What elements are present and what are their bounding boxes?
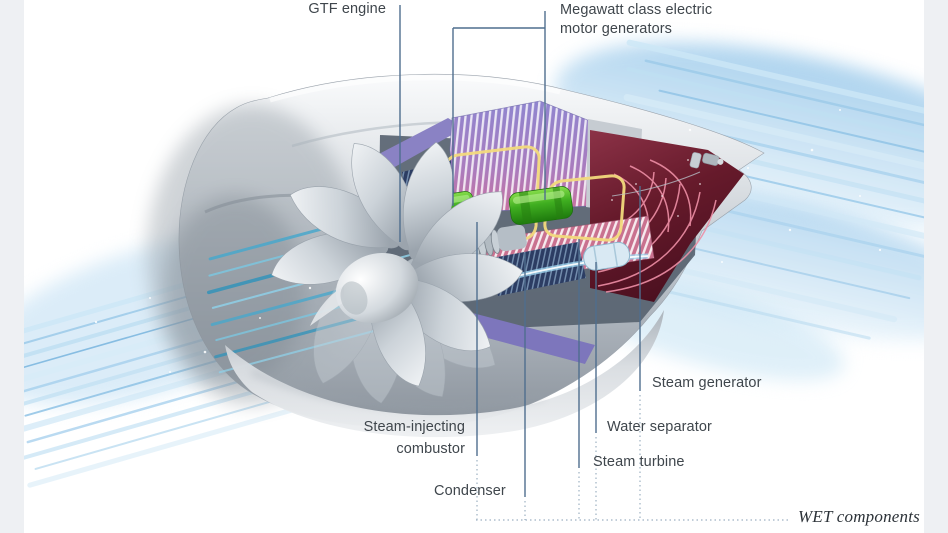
label-combustor-line2: combustor <box>396 441 465 457</box>
flow-sparkles <box>94 109 882 373</box>
label-megawatt-line2: motor generators <box>560 21 673 37</box>
label-condenser: Condenser <box>434 483 506 499</box>
label-gtf-engine: GTF engine <box>308 1 386 17</box>
fan <box>271 141 524 404</box>
leader-lines-solid <box>399 5 641 497</box>
lower-cowl <box>225 310 664 438</box>
label-megawatt-line1: Megawatt class electric <box>560 2 713 18</box>
left-gutter <box>0 0 24 533</box>
tail-injector <box>689 152 724 169</box>
label-steam-generator: Steam generator <box>652 375 762 391</box>
label-steam-injecting-combustor: Steam-injecting combustor <box>330 416 465 460</box>
label-megawatt-motor-generators: Megawatt class electric motor generators <box>560 1 712 39</box>
fan-blades <box>271 141 524 387</box>
leader-lines-dashed <box>476 395 791 521</box>
lower-cowl-shadow <box>250 368 545 411</box>
fan-spinner <box>310 252 419 326</box>
right-gutter <box>924 0 948 533</box>
label-wet-components: WET components <box>798 507 920 526</box>
label-steam-turbine: Steam turbine <box>593 454 685 470</box>
megawatt-leader-bracket <box>452 11 546 206</box>
water-separator-unit <box>583 241 631 271</box>
label-water-separator: Water separator <box>607 419 712 435</box>
cowl-highlight <box>269 75 561 103</box>
electric-motor-generator-rear <box>508 186 574 225</box>
steam-swirl-lines <box>591 159 717 293</box>
label-combustor-line1: Steam-injecting <box>363 419 465 435</box>
